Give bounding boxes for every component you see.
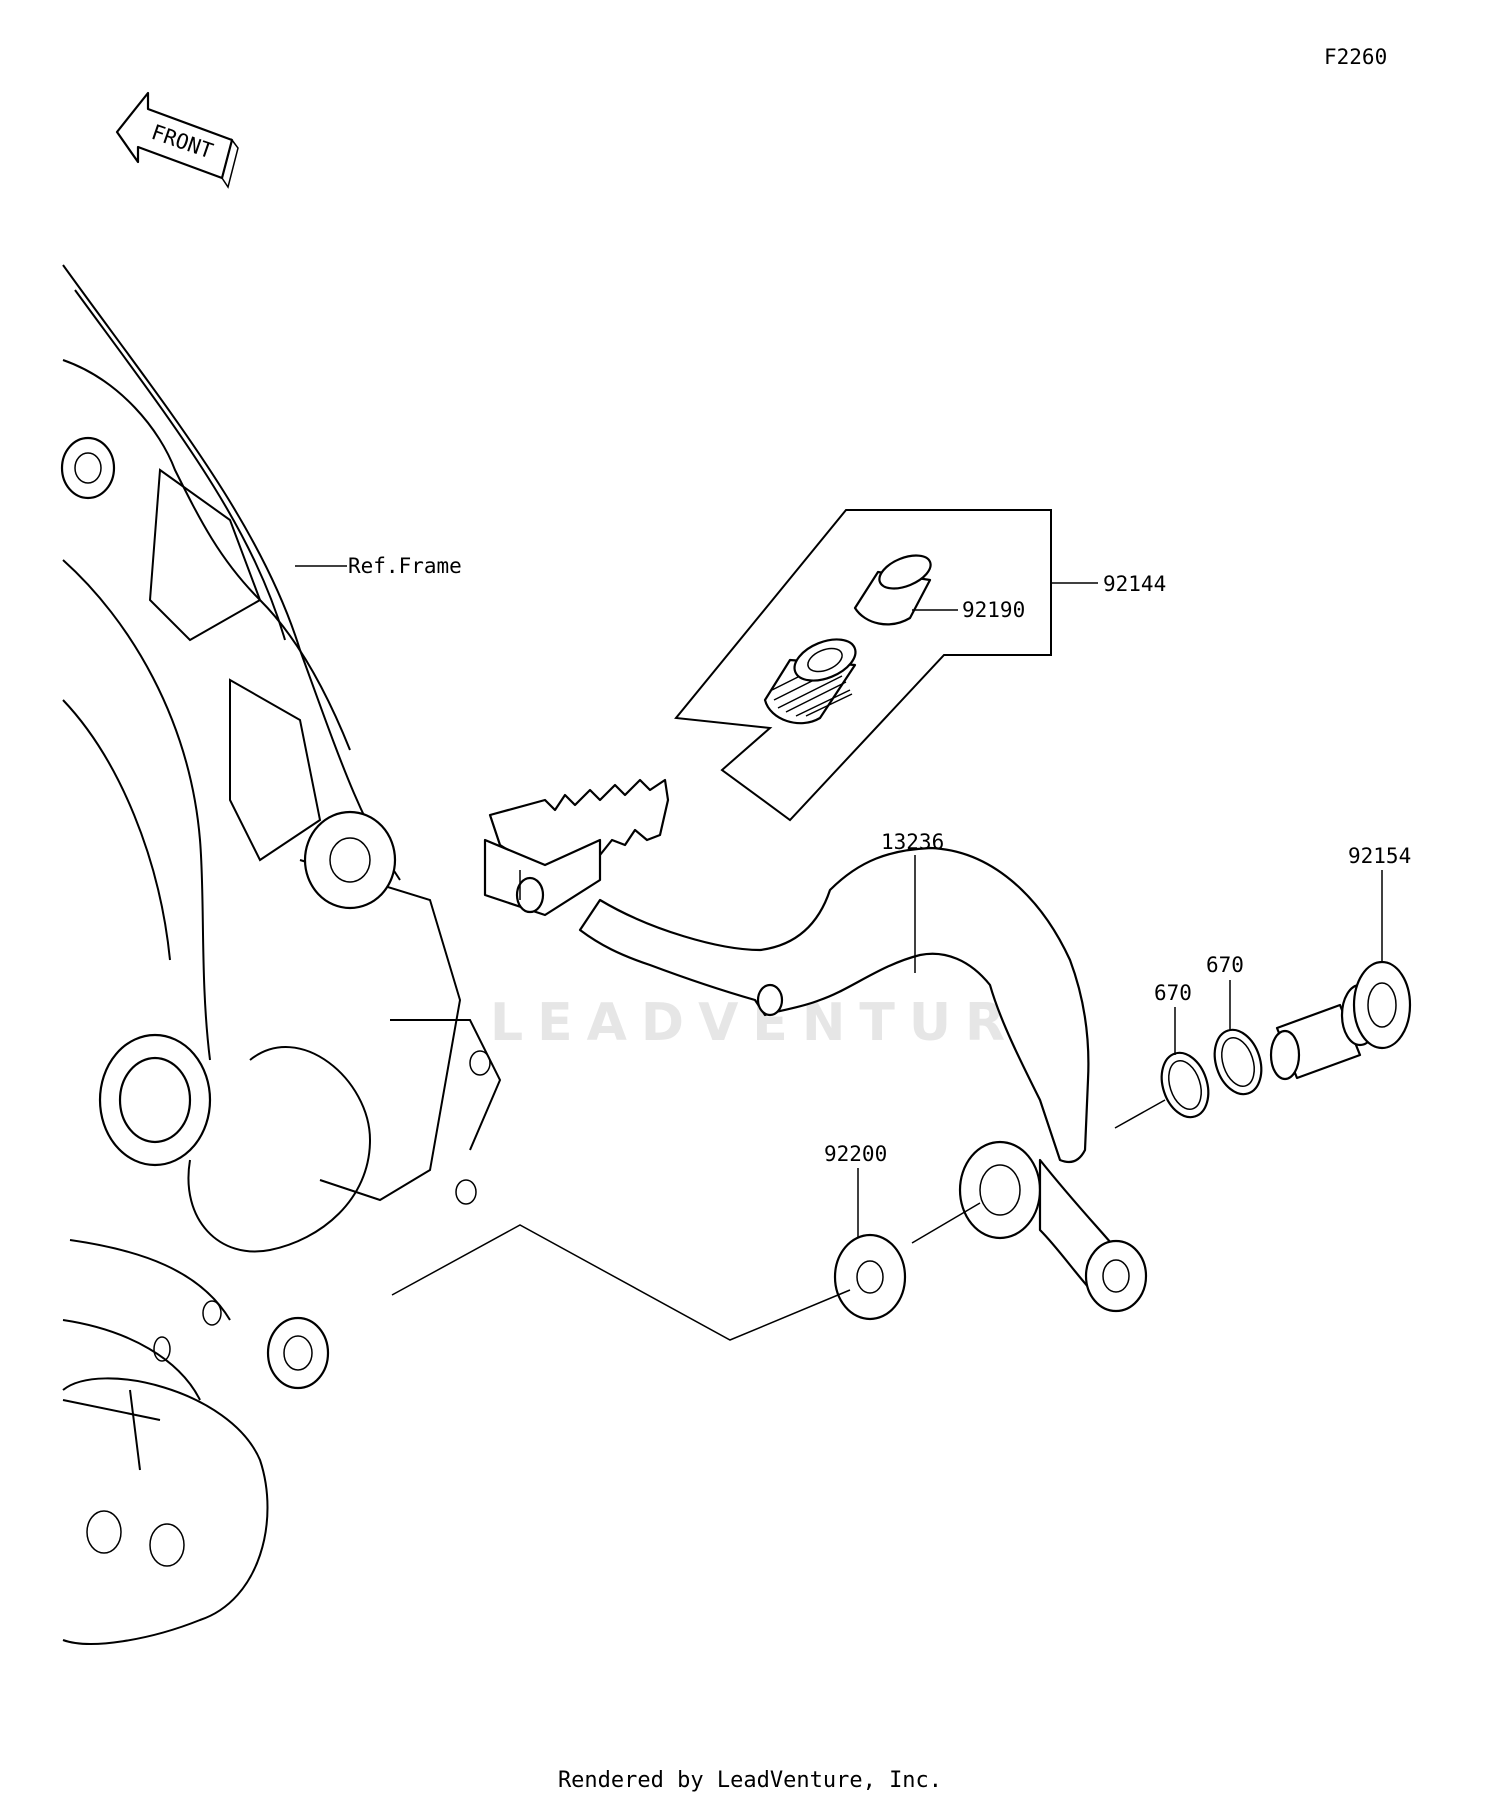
front-arrow-icon: FRONT xyxy=(115,91,239,189)
spring-part xyxy=(763,638,857,725)
brake-lever-13236 xyxy=(578,846,1148,1313)
part-label-92200: 92200 xyxy=(824,1142,887,1166)
seal-670-b xyxy=(1213,1028,1263,1096)
part-label-92154: 92154 xyxy=(1348,844,1411,868)
part-label-92144: 92144 xyxy=(1103,572,1166,596)
part-label-670-b: 670 xyxy=(1206,953,1244,977)
ref-frame-label: Ref.Frame xyxy=(348,554,462,578)
washer-92200 xyxy=(833,1233,907,1321)
part-label-92190: 92190 xyxy=(962,598,1025,622)
assembly-line-washer-lever xyxy=(911,1202,981,1244)
assembly-line xyxy=(391,1224,851,1341)
footpeg-part xyxy=(483,778,670,917)
figure-code: F2260 xyxy=(1324,45,1387,69)
frame-drawing xyxy=(60,264,502,1645)
axis-line-seal xyxy=(1114,1099,1166,1129)
part-label-13236: 13236 xyxy=(881,830,944,854)
kit-bracket-92144 xyxy=(674,509,1052,822)
footer-credit: Rendered by LeadVenture, Inc. xyxy=(557,1768,943,1793)
pivot-bolt-92154 xyxy=(1269,960,1412,1081)
collar-92190 xyxy=(853,554,932,626)
seal-670-a xyxy=(1160,1051,1210,1119)
part-label-670-a: 670 xyxy=(1154,981,1192,1005)
